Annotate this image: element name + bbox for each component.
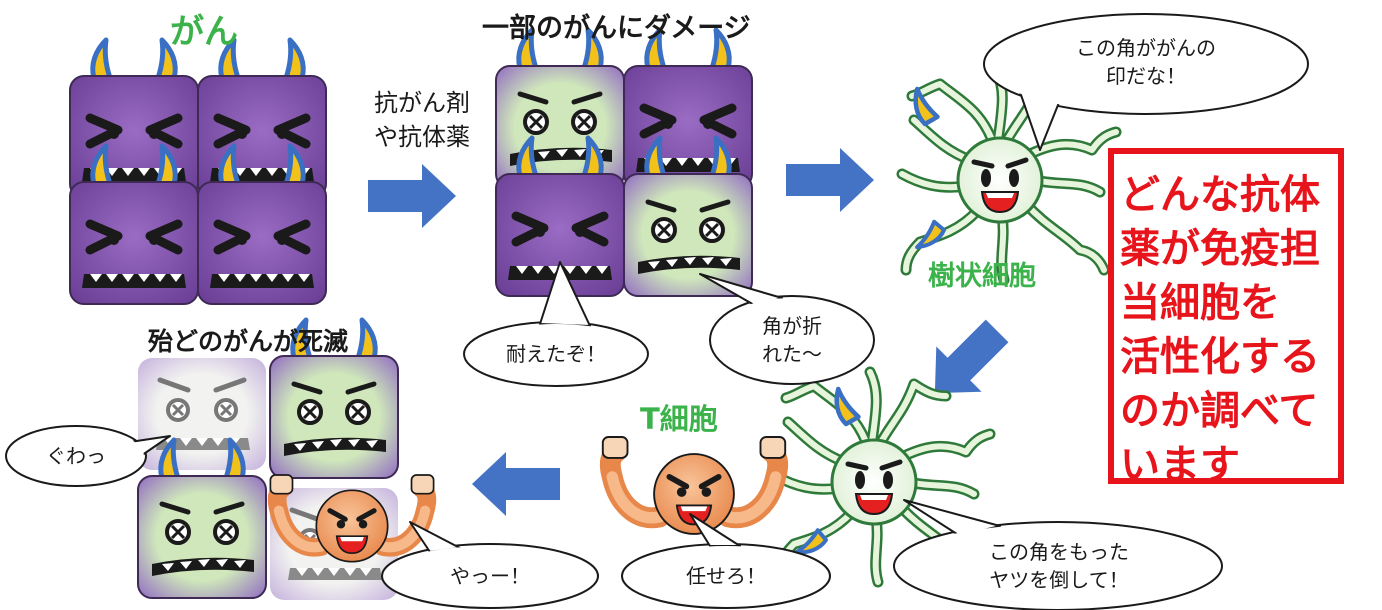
arrow-right-2 [786,148,874,212]
label-dendritic-cell: 樹状細胞 [928,261,1036,292]
arrow-left [472,452,560,516]
cancer-cell-group-initial [70,40,326,304]
cancer-cell-angry [198,40,326,198]
cancer-cell-group-partial [496,30,752,296]
callout-box [1108,148,1344,484]
bubble-text-endured: 耐えたぞ！ [506,342,606,366]
label-drugs: 抗がん剤 や抗体薬 [374,89,470,151]
label-most-dead: 殆どのがんが死滅 [148,327,349,356]
label-t-cell: T細胞 [640,402,718,436]
cancer-cell-damaged [496,30,624,188]
bubble-text-yay: やっー！ [450,564,530,588]
cancer-cell-dead [138,358,266,470]
bubble-text-dendritic-thought: この角ががんの 印だな！ [1076,36,1216,88]
bubble-text-gwah: ぐわっ [46,444,106,468]
bubble-text-horn-broken: 角が折 れた〜 [762,314,822,366]
label-partial-damage: 一部のがんにダメージ [482,13,751,44]
callout-text: どんな抗体 薬が免疫担 当細胞を 活性化する のか調べて います [1120,172,1320,488]
bubble-text-leave-it: 任せろ！ [686,564,766,588]
label-cancer: がん [170,12,238,52]
arrow-down-left [912,308,1020,416]
arrow-right-1 [368,164,456,228]
cancer-cell-angry [70,40,198,198]
cancer-cell-angry [624,30,752,188]
bubble-text-defeat-them: この角をもった ヤツを倒して！ [989,540,1129,592]
